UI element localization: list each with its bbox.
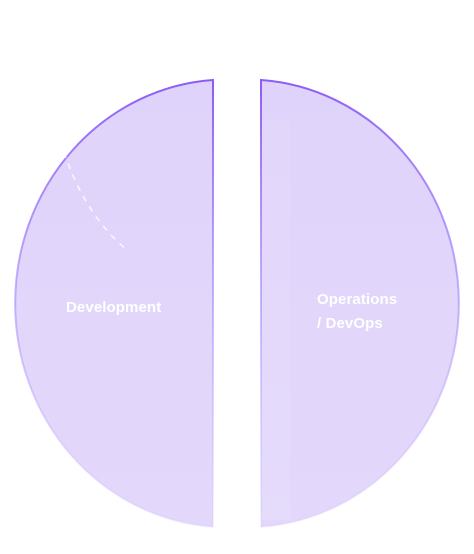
operations-label: Operations / DevOps [317,288,427,336]
operations-sheen [262,120,290,520]
operations-label-line-2: / DevOps [317,315,383,332]
operations-segment[interactable] [260,78,460,529]
development-label: Development [66,299,162,316]
development-segment[interactable] [14,78,214,529]
development-highlight-arc [63,151,128,251]
operations-label-line-1: Operations [317,291,398,308]
